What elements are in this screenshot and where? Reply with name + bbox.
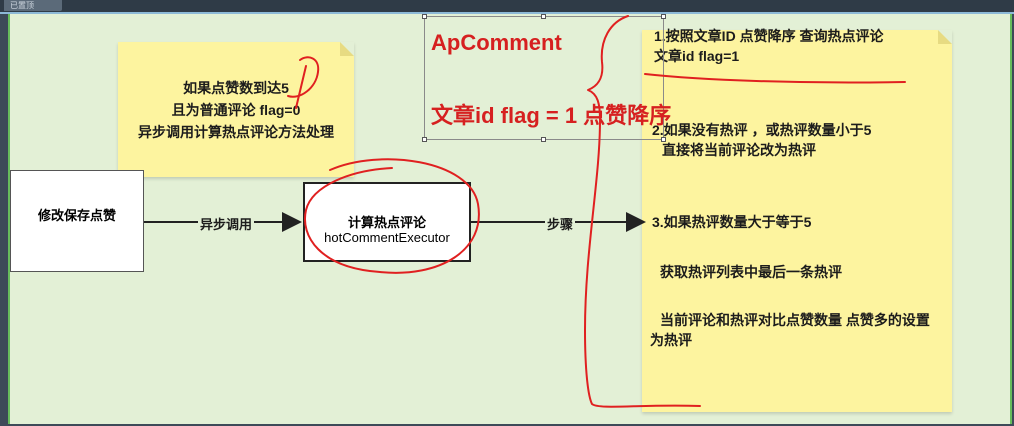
step2-line2: 直接将当前评论改为热评: [662, 142, 816, 158]
selected-text-box[interactable]: [422, 14, 666, 142]
resize-handle[interactable]: [422, 137, 427, 142]
resize-handle[interactable]: [661, 137, 666, 142]
resize-handle[interactable]: [541, 137, 546, 142]
note-line-3: 异步调用计算热点评论方法处理: [138, 124, 334, 140]
note-line-1: 如果点赞数到达5: [183, 80, 289, 96]
step3-title: 3.如果热评数量大于等于5: [652, 214, 812, 230]
steps-label: 步骤: [545, 214, 576, 233]
pen-stroke-underline: [644, 73, 906, 84]
note-fold: [340, 42, 354, 56]
window-top-bar: 已置顶: [0, 0, 1014, 12]
hot-calc-label: 计算热点评论: [347, 215, 426, 230]
resize-handle[interactable]: [422, 14, 427, 19]
step3-item-b-line1: 当前评论和热评对比点赞数量 点赞多的设置: [660, 312, 930, 328]
note-line-2: 且为普通评论 flag=0: [171, 102, 301, 118]
step1-line1: 1.按照文章ID 点赞降序 查询热点评论: [654, 28, 884, 44]
step2-line1: 2.如果没有热评 ，或热评数量小于5: [652, 122, 872, 138]
window-tab[interactable]: 已置顶: [4, 0, 62, 11]
canvas-top-border: [0, 12, 1014, 14]
step1-line2: 文章id flag=1: [654, 48, 740, 64]
resize-handle[interactable]: [541, 14, 546, 19]
apcomment-title: ApComment: [431, 30, 562, 55]
pen-stroke-brace: [584, 15, 701, 408]
step3-item-b-line2: 为热评: [650, 332, 692, 348]
sticky-note-steps[interactable]: 1.按照文章ID 点赞降序 查询热点评论 文章id flag=1 2.如果没有热…: [642, 28, 952, 412]
async-call-label: 异步调用: [198, 214, 255, 233]
save-like-box[interactable]: 修改保存点赞: [10, 170, 144, 272]
hot-comment-executor-box[interactable]: 计算热点评论 hotCommentExecutor: [303, 182, 471, 262]
step3-item-a: 获取热评列表中最后一条热评: [660, 264, 842, 280]
pen-stroke-circle-executor: [304, 158, 480, 274]
note-fold: [938, 30, 952, 44]
apcomment-subtitle: 文章id flag = 1 点赞降序: [431, 103, 672, 128]
resize-handle[interactable]: [661, 14, 666, 19]
hot-executor-label: hotCommentExecutor: [324, 230, 450, 245]
save-like-label: 修改保存点赞: [37, 208, 116, 223]
pen-stroke-mark-five: [295, 65, 307, 109]
sticky-note-condition[interactable]: 如果点赞数到达5 且为普通评论 flag=0 异步调用计算热点评论方法处理: [118, 42, 354, 177]
